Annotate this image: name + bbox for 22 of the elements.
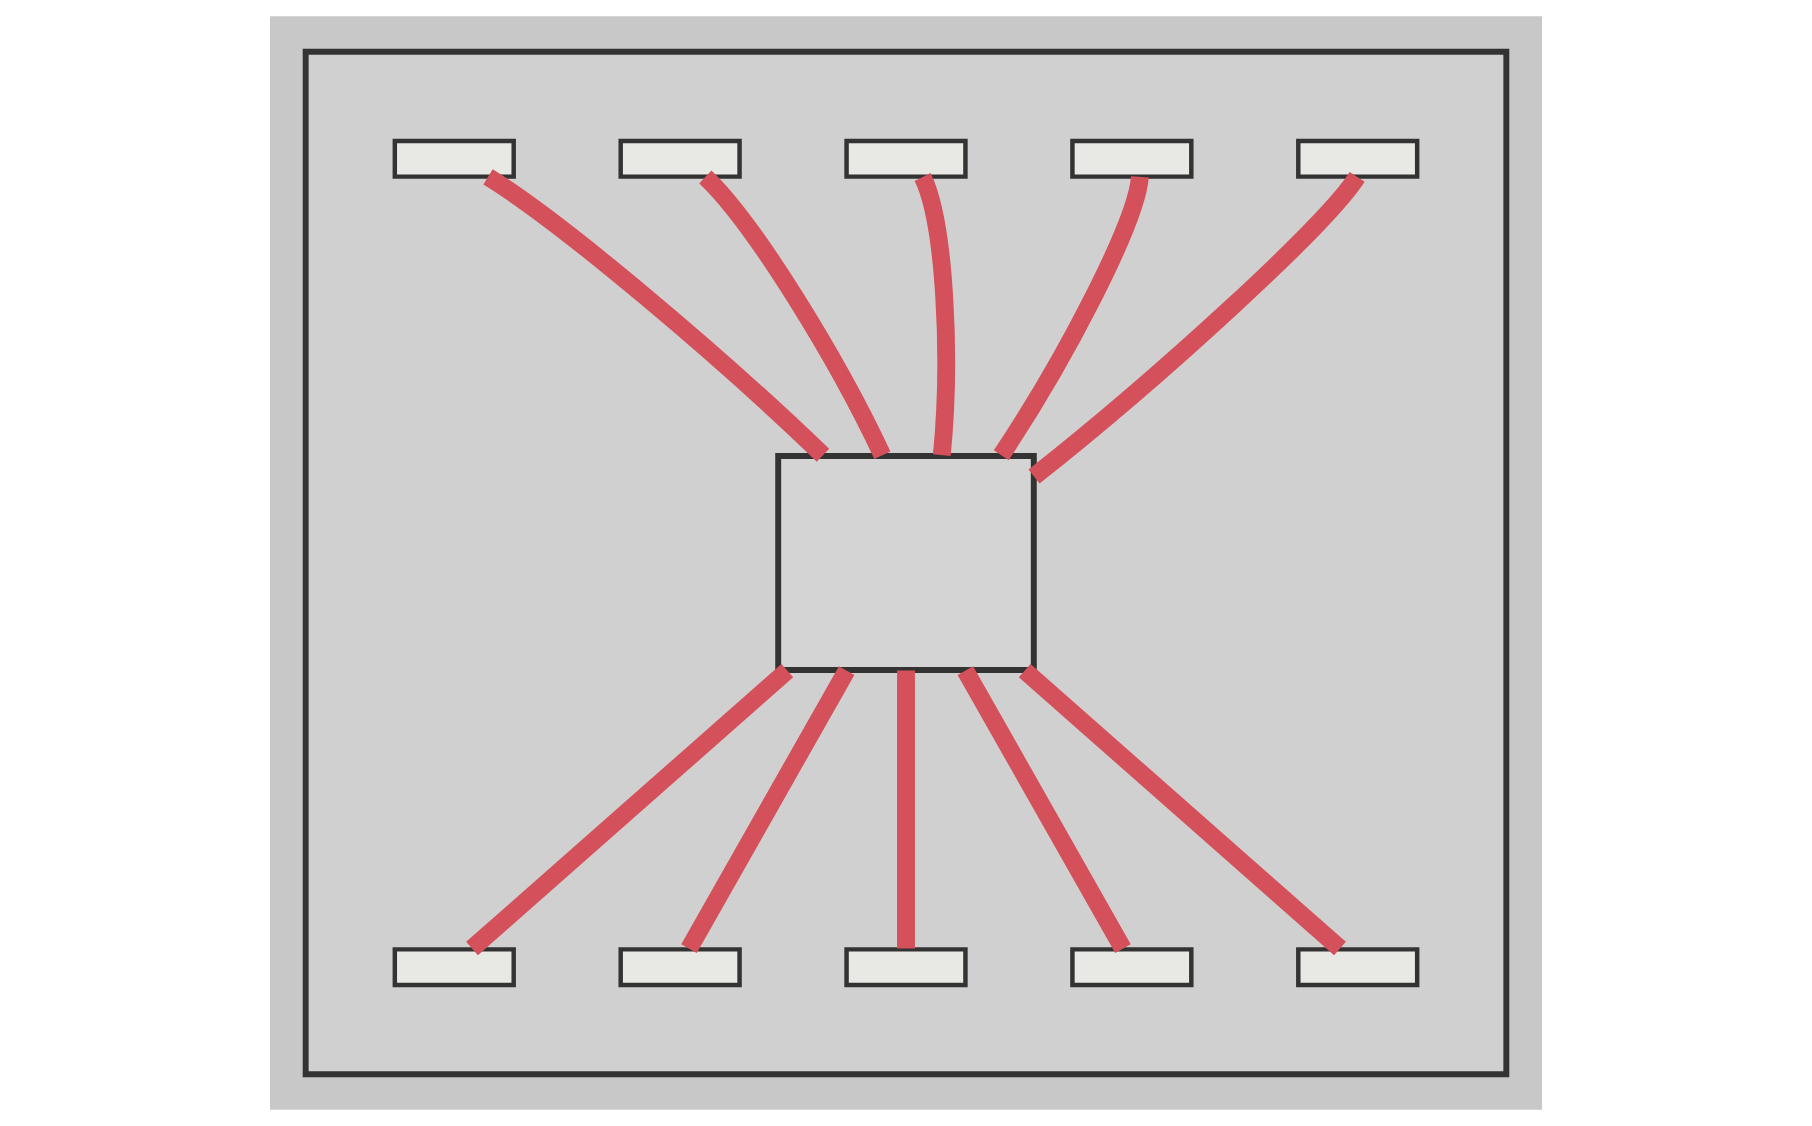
node-bar <box>1296 947 1420 988</box>
node-bar <box>1070 947 1194 988</box>
connector <box>914 173 955 456</box>
connector <box>466 663 794 956</box>
node-bar <box>1070 138 1194 179</box>
connector <box>681 666 855 953</box>
connector <box>1028 171 1365 484</box>
node-bar <box>1296 138 1420 179</box>
connector <box>897 670 915 949</box>
connector <box>1018 663 1346 956</box>
node-box <box>775 453 1037 673</box>
connector <box>993 175 1149 461</box>
node-bar <box>618 138 742 179</box>
node-bar <box>618 947 742 988</box>
cluster <box>302 48 1510 1078</box>
connector <box>957 666 1131 953</box>
node-bar <box>844 138 968 179</box>
node-bar <box>844 947 968 988</box>
connector <box>698 170 891 460</box>
node-bar <box>392 947 516 988</box>
node-bar <box>392 138 516 179</box>
connector <box>483 169 830 462</box>
